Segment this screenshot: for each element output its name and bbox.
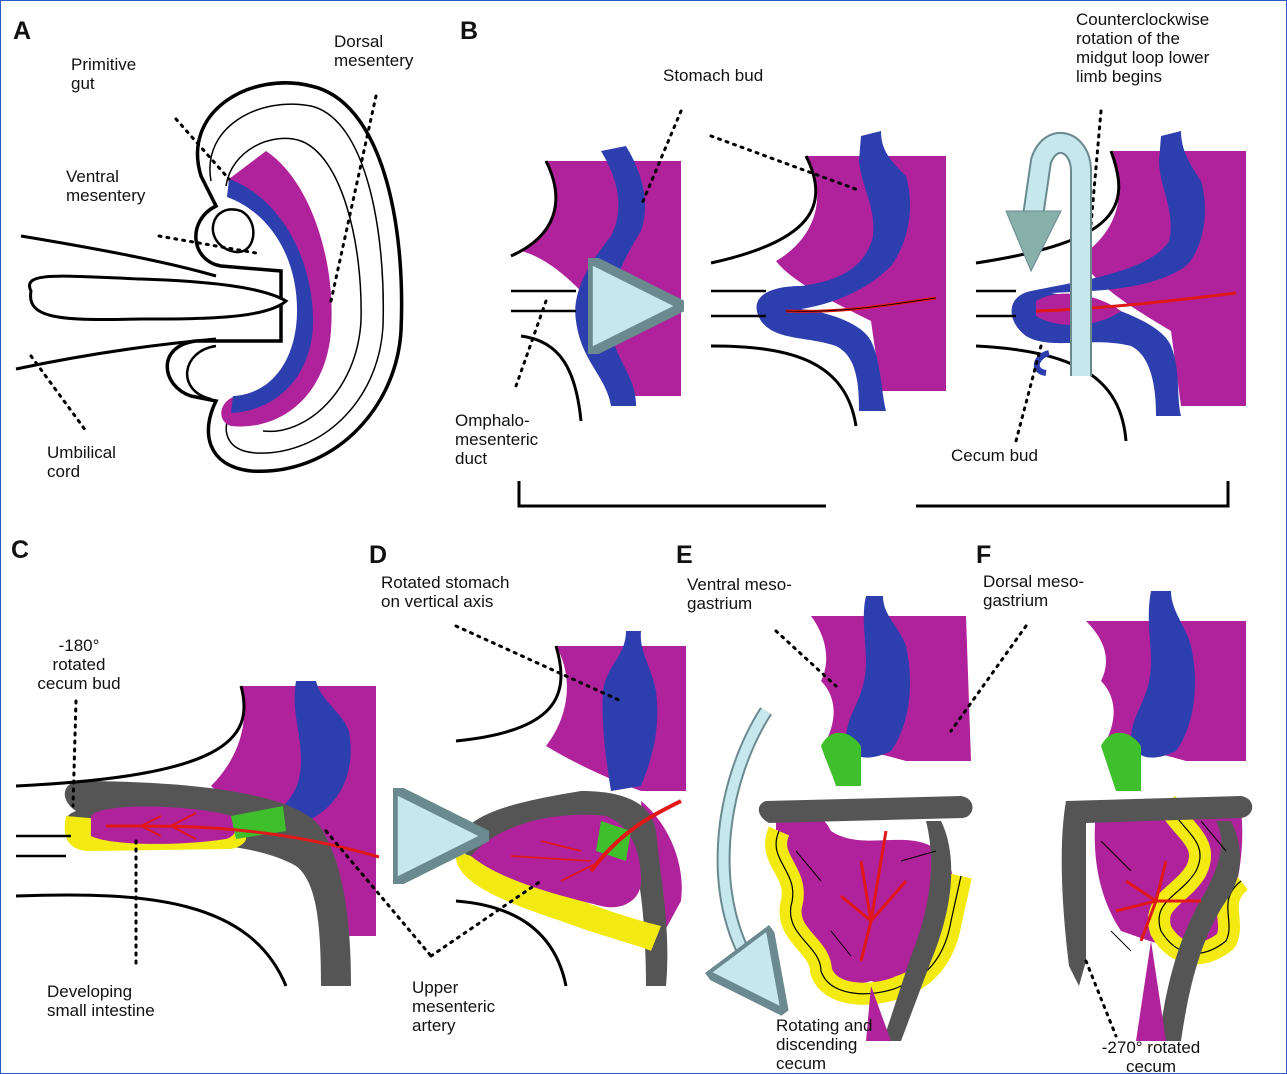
stage-bracket [519,481,1228,506]
panel-c-drawing [16,681,431,986]
panel-e-drawing [724,596,1026,1041]
panel-b-stage-2 [711,131,946,426]
panel-d-drawing [406,626,686,986]
label-cecum-bud: Cecum bud [951,446,1038,465]
label-developing-small-intestine: Developing small intestine [47,982,155,1020]
panel-b-stage-3 [976,111,1246,441]
label-rotated-stomach: Rotated stomach on vertical axis [381,573,510,611]
label-upper-mesenteric-artery: Upper mesenteric artery [412,978,495,1035]
label-dorsal-mesentery: Dorsal mesentery [334,32,413,70]
panel-label-e: E [676,541,693,570]
panel-b-stage-1 [511,111,681,421]
panel-f-drawing [1062,591,1253,1041]
panel-a-embryo [16,83,402,471]
label-rotated-cecum-bud: -180° rotated cecum bud [19,636,139,693]
panel-label-b: B [460,17,478,46]
label-ventral-mesogastrium: Ventral meso- gastrium [687,575,792,613]
label-ventral-mesentery: Ventral mesentery [66,167,145,205]
label-dorsal-mesogastrium: Dorsal meso- gastrium [983,572,1084,610]
panel-label-c: C [11,536,29,565]
label-270-rotated-cecum: -270° rotated cecum [1081,1038,1221,1074]
label-primitive-gut: Primitive gut [71,55,136,93]
label-counterclockwise-rotation: Counterclockwise rotation of the midgut … [1076,10,1209,86]
label-umbilical-cord: Umbilical cord [47,443,116,481]
label-stomach-bud: Stomach bud [663,66,763,85]
panel-label-d: D [369,541,387,570]
label-rotating-descending-cecum: Rotating and discending cecum [776,1016,872,1073]
panel-label-a: A [13,17,31,46]
label-omphalomesenteric-duct: Omphalo- mesenteric duct [455,411,538,468]
panel-label-f: F [976,541,991,570]
